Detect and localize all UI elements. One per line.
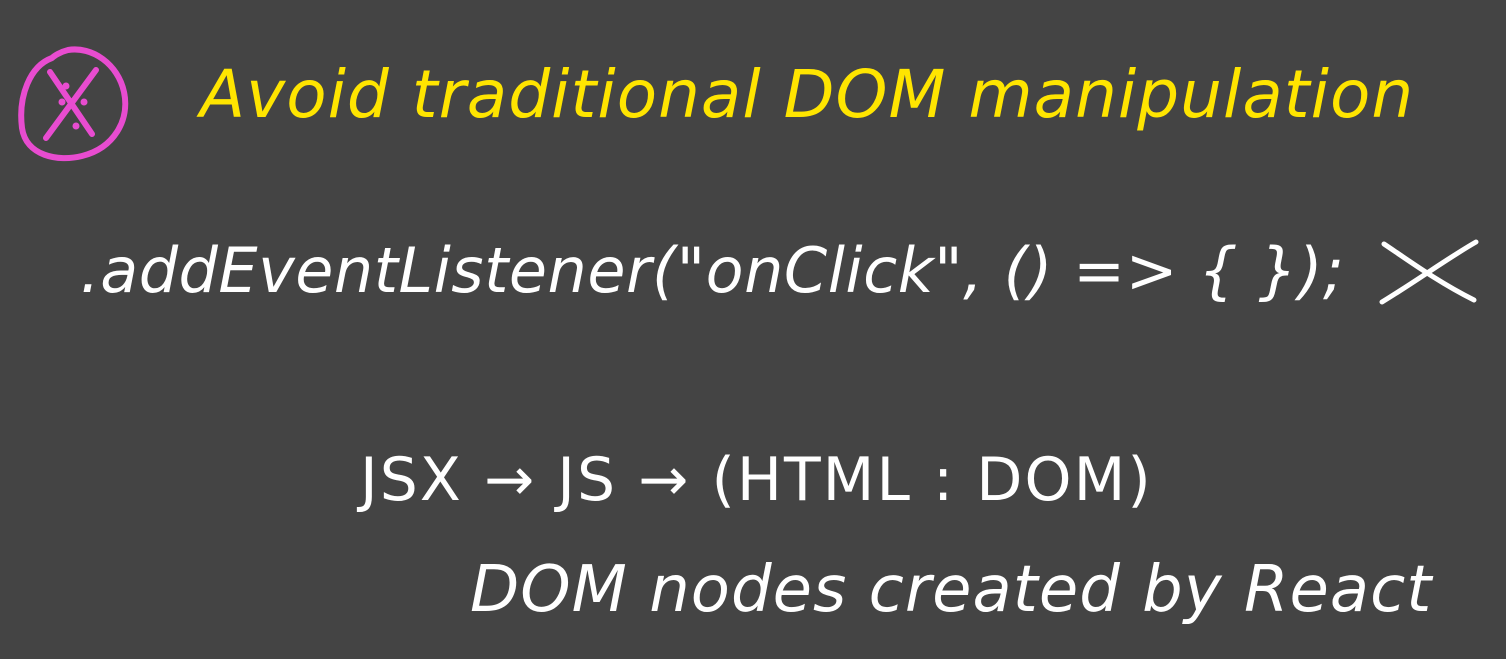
heading-text: Avoid traditional DOM manipulation <box>200 56 1415 133</box>
react-note-text: DOM nodes created by React <box>470 553 1433 627</box>
code-example-text: .addEventListener("onClick", () => { }); <box>80 234 1345 307</box>
jsx-flow-text: JSX → JS → (HTML : DOM) <box>360 445 1153 515</box>
crossed-circle-icon <box>18 46 129 162</box>
cross-mark-icon <box>1379 239 1479 305</box>
